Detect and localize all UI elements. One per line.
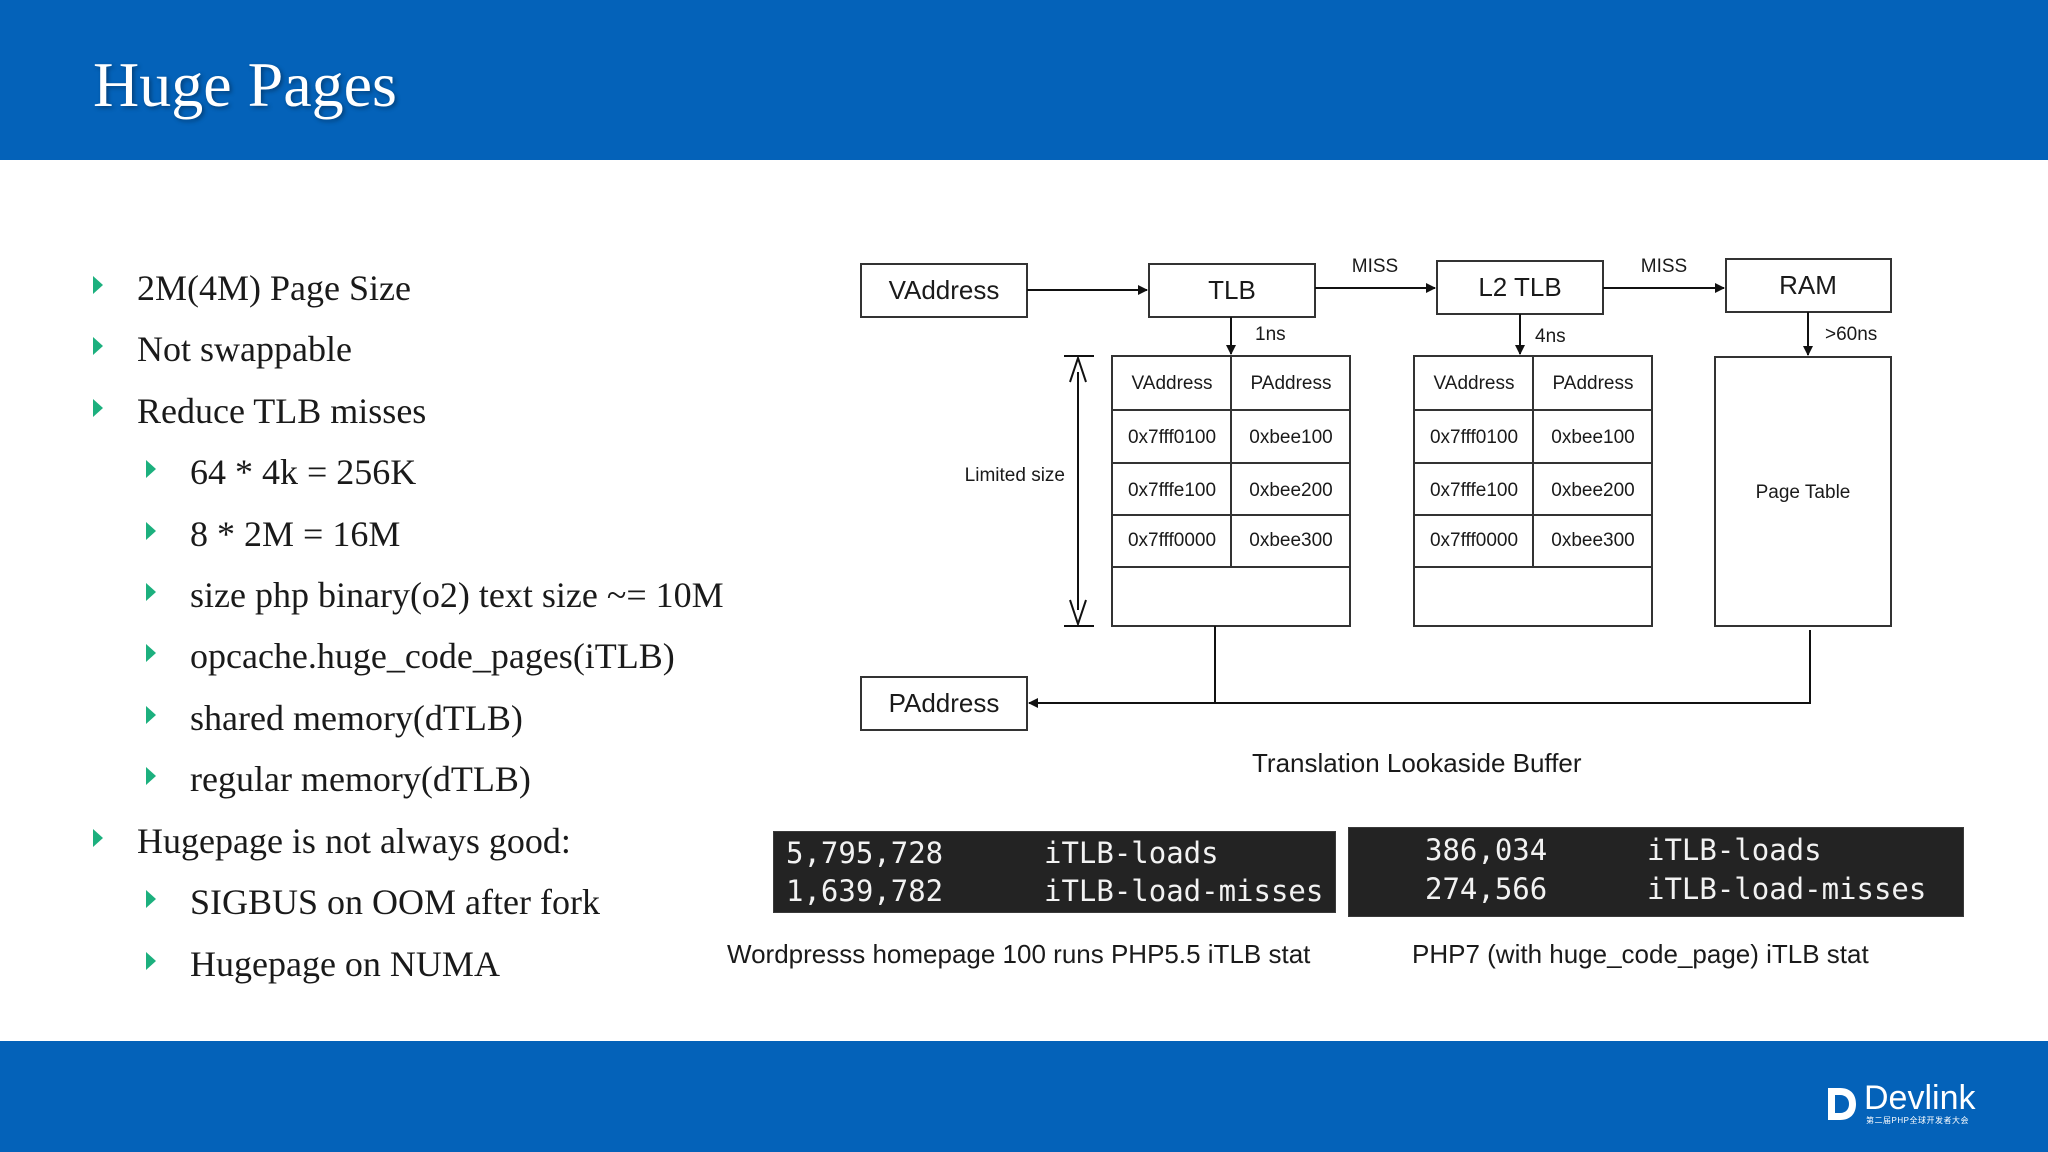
- l2tlb-latency-label: 4ns: [1535, 326, 1566, 347]
- bullet-text: shared memory(dTLB): [190, 698, 523, 738]
- bullet-arrow-icon: [146, 890, 156, 908]
- bullet-arrow-icon: [146, 767, 156, 785]
- page-table-label: Page Table: [1756, 482, 1851, 503]
- table-cell: 0x7fff0100: [1430, 427, 1518, 448]
- php7-terminal-stats: 386,034 iTLB-loads 274,566 iTLB-load-mis…: [1348, 827, 1964, 917]
- table-cell: 0xbee300: [1249, 530, 1332, 551]
- tlb-table: [1111, 355, 1351, 627]
- bullet-text: regular memory(dTLB): [190, 759, 531, 799]
- bullet-text: 8 * 2M = 16M: [190, 514, 401, 554]
- bullet-arrow-icon: [146, 952, 156, 970]
- table-cell: 0x7fff0000: [1430, 530, 1518, 551]
- bullet-text: Hugepage is not always good:: [137, 821, 571, 861]
- diagram-caption: Translation Lookaside Buffer: [1252, 748, 1582, 778]
- table-cell: 0x7fffe100: [1128, 480, 1216, 501]
- ram-latency-label: >60ns: [1825, 324, 1877, 345]
- bullet-arrow-icon: [146, 644, 156, 662]
- bullet-arrow-icon: [146, 460, 156, 478]
- slide-footer: [0, 1041, 2048, 1152]
- vaddress-label: VAddress: [889, 275, 1000, 305]
- ram-label: RAM: [1779, 270, 1837, 300]
- bullet-text: 2M(4M) Page Size: [137, 268, 411, 308]
- bullet-text: Hugepage on NUMA: [190, 944, 500, 984]
- l2tlb-label: L2 TLB: [1478, 272, 1561, 302]
- bullet-arrow-icon: [93, 829, 103, 847]
- devlink-logo-text: Devlink: [1864, 1079, 1976, 1117]
- miss-label: MISS: [1352, 256, 1398, 277]
- devlink-logo: Devlink 第二届PHP全球开发者大会: [1826, 1079, 1990, 1127]
- table-header: PAddress: [1251, 373, 1332, 394]
- limited-size-label: Limited size: [965, 465, 1065, 486]
- miss-label: MISS: [1641, 256, 1687, 277]
- bullet-text: Reduce TLB misses: [137, 391, 427, 431]
- return-path-line: [1214, 626, 1811, 704]
- paddress-label: PAddress: [889, 688, 1000, 718]
- stat-event: iTLB-load-misses: [1044, 874, 1324, 908]
- bullet-arrow-icon: [93, 276, 103, 294]
- bullet-text: SIGBUS on OOM after fork: [190, 882, 600, 922]
- table-cell: 0xbee200: [1249, 480, 1332, 501]
- table-header: PAddress: [1553, 373, 1634, 394]
- stat-value: 5,795,728: [786, 836, 944, 870]
- stat-value: 274,566: [1425, 872, 1548, 906]
- table-header: VAddress: [1132, 373, 1213, 394]
- php55-terminal-stats: 5,795,728 iTLB-loads 1,639,782 iTLB-load…: [773, 831, 1336, 913]
- page-table-box: [1714, 356, 1892, 627]
- bullet-text: 64 * 4k = 256K: [190, 452, 417, 492]
- stat-value: 386,034: [1425, 833, 1548, 867]
- table-cell: 0x7fff0100: [1128, 427, 1216, 448]
- bullet-text: opcache.huge_code_pages(iTLB): [190, 636, 675, 676]
- tlb-latency-label: 1ns: [1255, 324, 1286, 345]
- bullet-arrow-icon: [93, 399, 103, 417]
- stat-event: iTLB-load-misses: [1647, 872, 1927, 906]
- table-cell: 0x7fff0000: [1128, 530, 1216, 551]
- slide-title: Huge Pages: [93, 49, 397, 120]
- php7-caption: PHP7 (with huge_code_page) iTLB stat: [1412, 939, 1869, 969]
- paddress-box: [860, 676, 1028, 731]
- bullet-arrow-icon: [146, 706, 156, 724]
- bullet-arrow-icon: [93, 337, 103, 355]
- table-cell: 0xbee200: [1551, 480, 1634, 501]
- tlb-label: TLB: [1208, 275, 1256, 305]
- php55-caption: Wordpresss homepage 100 runs PHP5.5 iTLB…: [727, 939, 1311, 969]
- slide-header: [0, 0, 2048, 160]
- table-cell: 0xbee100: [1551, 427, 1634, 448]
- bullet-arrow-icon: [146, 522, 156, 540]
- bullet-text: Not swappable: [137, 329, 352, 369]
- table-cell: 0xbee300: [1551, 530, 1634, 551]
- table-cell: 0xbee100: [1249, 427, 1332, 448]
- table-cell: 0x7fffe100: [1430, 480, 1518, 501]
- table-header: VAddress: [1434, 373, 1515, 394]
- devlink-logo-icon: [1828, 1088, 1856, 1120]
- stat-value: 1,639,782: [786, 874, 944, 908]
- l2tlb-table: [1413, 355, 1653, 627]
- stat-event: iTLB-loads: [1044, 836, 1219, 870]
- bullet-arrow-icon: [146, 583, 156, 601]
- bullet-text: size php binary(o2) text size ~= 10M: [190, 575, 724, 615]
- stat-event: iTLB-loads: [1647, 833, 1822, 867]
- devlink-logo-tagline: 第二届PHP全球开发者大会: [1866, 1116, 1969, 1125]
